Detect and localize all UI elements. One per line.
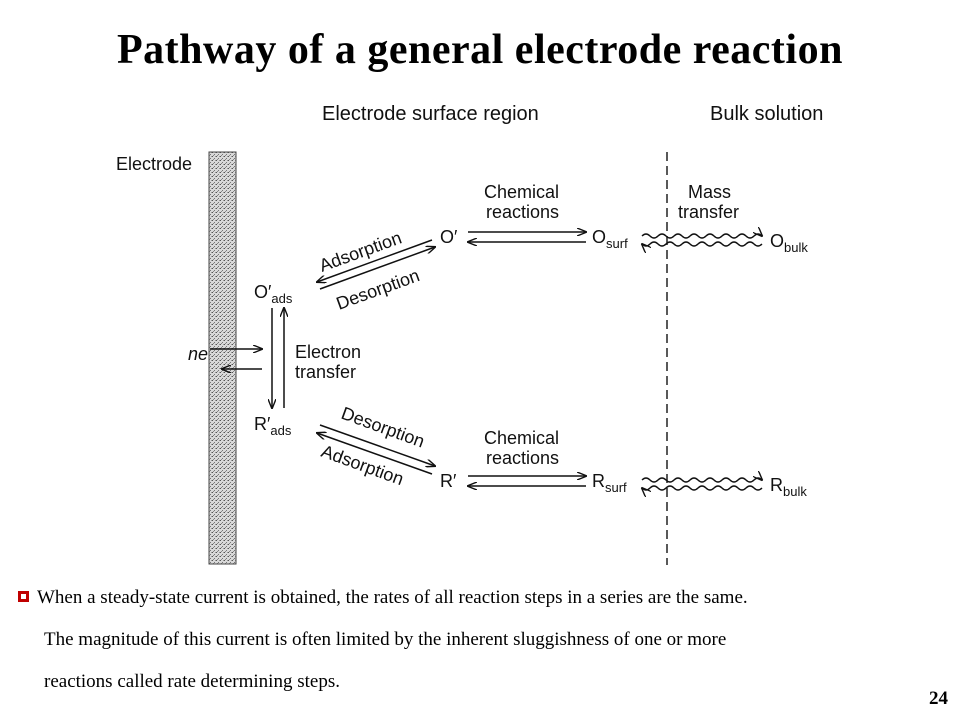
electrode-label: Electrode bbox=[116, 154, 192, 174]
bullet-paragraph: When a steady-state current is obtained,… bbox=[18, 586, 948, 693]
lower-adsorption-arrow bbox=[317, 433, 433, 475]
ne-label: ne bbox=[188, 344, 208, 364]
upper-chemical-label-1: Chemical bbox=[484, 182, 559, 202]
o-ads-label: O′ads bbox=[254, 282, 293, 306]
lower-mass-transfer-wavy-forward bbox=[641, 478, 762, 483]
upper-mass-transfer-wavy-back bbox=[642, 241, 763, 246]
upper-adsorption-label: Adsorption bbox=[317, 228, 405, 276]
bullet-line-1: When a steady-state current is obtained,… bbox=[18, 586, 948, 609]
lower-chemical-label-1: Chemical bbox=[484, 428, 559, 448]
bullet-line-3: reactions called rate determining steps. bbox=[44, 671, 340, 692]
surface-region-label: Electrode surface region bbox=[322, 103, 539, 125]
electron-transfer-label-2: transfer bbox=[295, 362, 356, 382]
lower-chemical-label-2: reactions bbox=[486, 448, 559, 468]
page-number: 24 bbox=[929, 688, 948, 709]
upper-chemical-label-2: reactions bbox=[486, 202, 559, 222]
r-prime-label: R′ bbox=[440, 471, 457, 491]
bulk-solution-label: Bulk solution bbox=[710, 103, 823, 125]
upper-desorption-label: Desorption bbox=[334, 265, 423, 314]
r-bulk-label: Rbulk bbox=[770, 475, 807, 499]
o-surf-label: Osurf bbox=[592, 227, 628, 251]
o-prime-label: O′ bbox=[440, 227, 458, 247]
upper-mass-transfer-wavy-forward bbox=[641, 234, 762, 239]
o-bulk-label: Obulk bbox=[770, 231, 808, 255]
upper-desorption-arrow bbox=[319, 247, 435, 290]
bullet-line-2: The magnitude of this current is often l… bbox=[44, 629, 727, 650]
lower-mass-transfer-wavy-back bbox=[642, 485, 763, 490]
slide-title: Pathway of a general electrode reaction bbox=[117, 27, 843, 73]
square-bullet-icon bbox=[18, 591, 29, 603]
electrode-bar bbox=[208, 151, 237, 565]
bullet-text-1: When a steady-state current is obtained,… bbox=[37, 587, 748, 608]
r-surf-label: Rsurf bbox=[592, 471, 627, 495]
r-ads-label: R′ads bbox=[254, 414, 292, 438]
upper-adsorption-arrow bbox=[317, 239, 433, 282]
mass-transfer-label-2: transfer bbox=[678, 202, 739, 222]
lower-desorption-label: Desorption bbox=[339, 403, 428, 452]
electron-transfer-label-1: Electron bbox=[295, 342, 361, 362]
mass-transfer-label-1: Mass bbox=[688, 182, 731, 202]
lower-adsorption-label: Adsorption bbox=[319, 441, 407, 489]
lower-desorption-arrow bbox=[319, 424, 435, 466]
